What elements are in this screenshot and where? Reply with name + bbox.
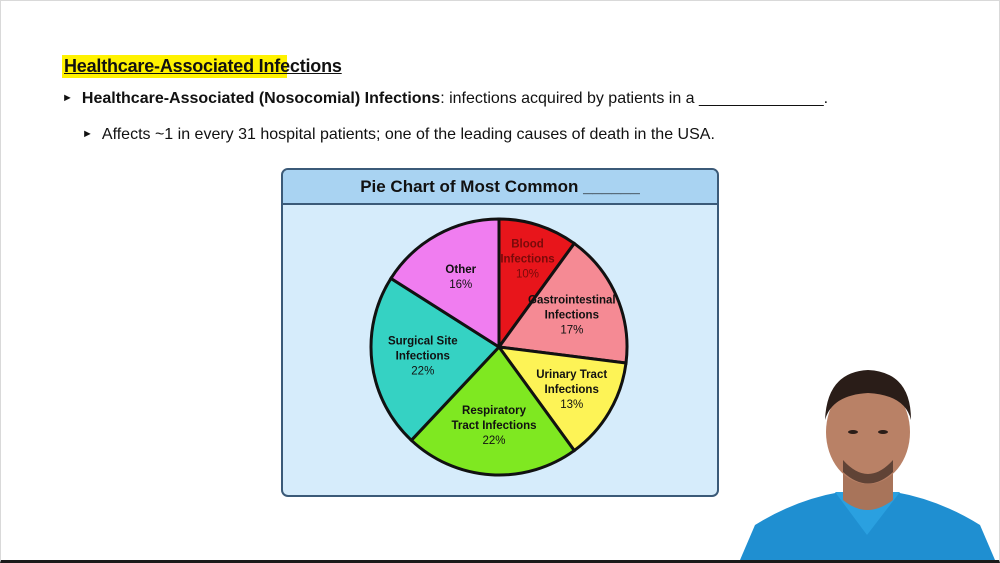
presenter-beard	[843, 460, 893, 484]
slice-category-label: Infections	[500, 253, 554, 265]
chart-title: Pie Chart of Most Common ______	[283, 170, 717, 205]
bullet-statistic: ► Affects ~1 in every 31 hospital patient…	[82, 126, 715, 144]
pie-chart: BloodInfections10%GastrointestinalInfect…	[369, 217, 629, 477]
presenter-eye-left	[848, 430, 858, 434]
presenter-face	[826, 380, 910, 484]
slice-category-label: Infections	[545, 384, 599, 396]
slice-percent-label: 16%	[449, 279, 472, 291]
slice-category-label: Urinary Tract	[536, 369, 607, 381]
pie-slice	[495, 345, 628, 453]
slice-category-label: Respiratory	[462, 405, 527, 417]
slice-category-label: Infections	[545, 310, 599, 322]
pie-slice	[496, 241, 629, 365]
bullet-icon: ►	[62, 92, 73, 104]
slice-percent-label: 22%	[483, 435, 506, 447]
bullet-term: Healthcare-Associated (Nosocomial) Infec…	[81, 90, 441, 107]
slide-title: Healthcare-Associated Infections	[62, 55, 344, 78]
presenter-eye-right	[878, 430, 888, 434]
slice-category-label: Infections	[396, 351, 450, 363]
bullet-statistic-text: Affects ~1 in every 31 hospital patients…	[101, 126, 715, 143]
pie-slice	[497, 217, 577, 352]
slice-category-label: Other	[445, 264, 476, 276]
slice-category-label: Surgical Site	[388, 336, 458, 348]
slice-category-label: Gastrointestinal	[528, 295, 616, 307]
bullet-definition: ► Healthcare-Associated (Nosocomial) Infe…	[62, 90, 828, 108]
slice-category-label: Blood	[511, 238, 544, 250]
slice-percent-label: 22%	[411, 366, 434, 378]
pie-slice	[409, 344, 577, 477]
slice-category-label: Tract Infections	[452, 420, 537, 432]
slice-percent-label: 13%	[560, 399, 583, 411]
bullet-definition-text: : infections acquired by patients in a _…	[440, 90, 829, 107]
presenter-video	[740, 370, 995, 560]
pie-slice	[369, 276, 502, 443]
presenter-hair	[825, 370, 911, 420]
bullet-icon: ►	[82, 128, 93, 140]
slice-percent-label: 17%	[560, 325, 583, 337]
pie-slice	[388, 217, 501, 350]
slice-percent-label: 10%	[516, 268, 539, 280]
